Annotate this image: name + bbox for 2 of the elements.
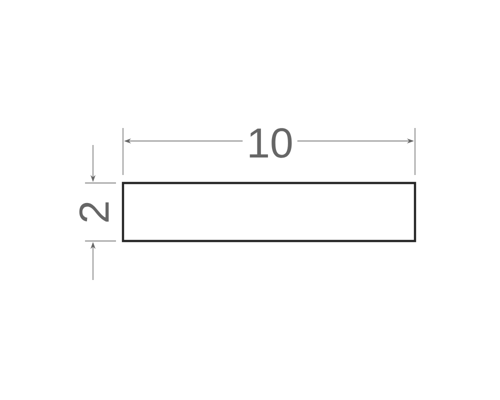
- bar-cross-section: [122, 182, 416, 242]
- dimension-label: 10: [242, 124, 298, 162]
